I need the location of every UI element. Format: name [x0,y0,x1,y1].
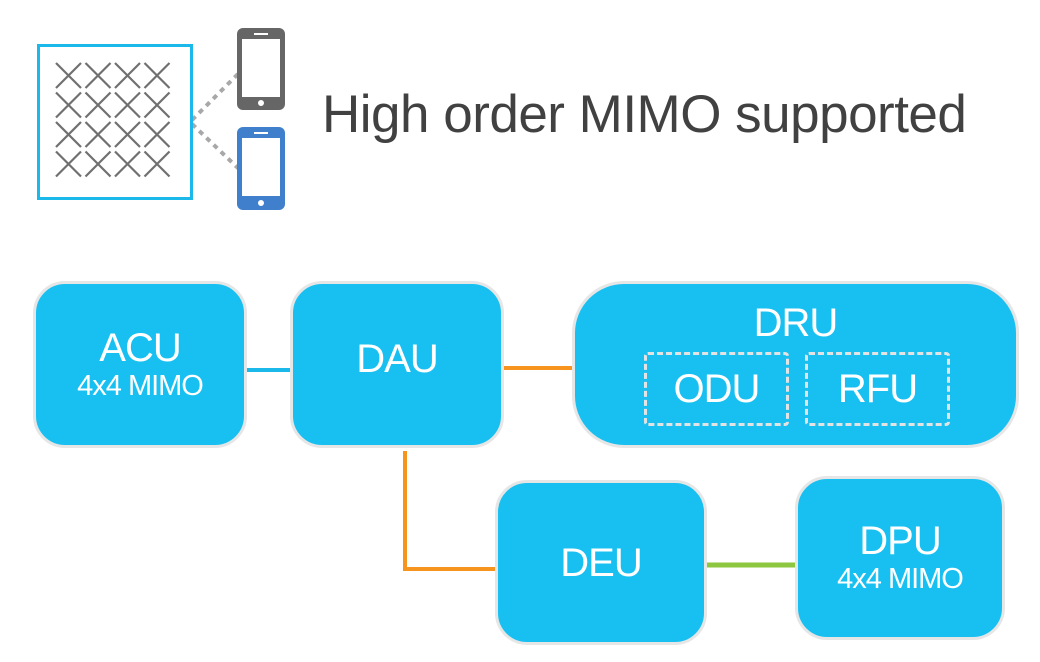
node-deu: DEU [495,480,707,645]
node-acu: ACU 4x4 MIMO [33,281,247,448]
node-dpu-label: DPU [859,519,941,563]
antenna-array-icon [37,44,193,200]
antenna-cross-icon [114,150,141,178]
antenna-cross-icon [55,121,82,148]
node-dpu-sub: 4x4 MIMO [837,563,964,595]
node-acu-label: ACU [99,325,181,370]
antenna-cross-icon [84,62,112,89]
antenna-cross-icon [114,91,141,119]
antenna-cross-icon [143,121,171,148]
smartphone-icon [237,127,285,210]
dotted-link-to-phone-2 [190,122,242,172]
antenna-cross-icon [143,91,171,119]
dotted-link-to-phone-1 [190,70,242,122]
antenna-cross-icon [84,91,112,119]
node-deu-label: DEU [560,540,642,585]
node-dpu: DPU 4x4 MIMO [795,476,1005,640]
antenna-cross-icon [55,62,82,89]
smartphone-icon [237,28,285,110]
antenna-cross-icon [114,62,141,89]
node-dau: DAU [290,281,504,448]
antenna-cross-icon [114,121,141,148]
antenna-cross-icon [84,121,112,148]
link-dau-deu [403,451,496,571]
antenna-cross-icon [55,91,82,119]
antenna-cross-icon [55,150,82,178]
dru-part-rfu: RFU [805,352,950,426]
antenna-elements [55,62,171,178]
dru-part-odu: ODU [644,352,789,426]
page-title: High order MIMO supported [322,85,967,144]
node-dru: DRU [572,281,1019,448]
node-dau-label: DAU [356,336,438,381]
antenna-cross-icon [143,150,171,178]
node-dru-label: DRU [753,301,839,345]
antenna-cross-icon [143,62,171,89]
antenna-cross-icon [84,150,112,178]
node-acu-sub: 4x4 MIMO [77,369,204,402]
